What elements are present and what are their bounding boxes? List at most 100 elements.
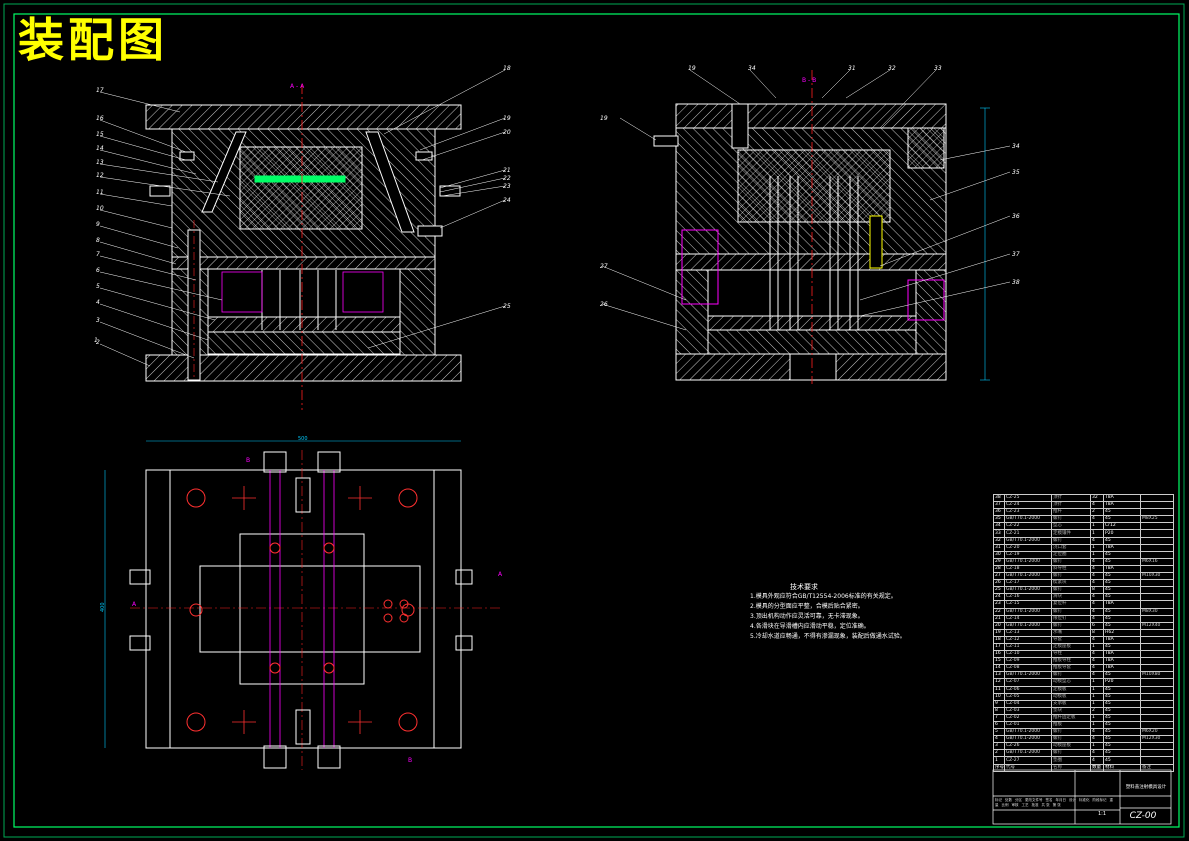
bom-cell [1140,664,1174,673]
bom-cell: 5 [993,728,1005,737]
technical-note: 4.各滑块在导滑槽内应滑动平稳，定位准确。 [750,623,870,630]
bom-cell [1140,692,1174,701]
leader-number: 15 [96,131,104,138]
bom-cell: 螺钉 [1051,572,1091,581]
bom-cell: 动模型芯 [1051,678,1091,687]
bom-cell: 45 [1103,699,1141,708]
title-block-label: 批准 [1031,803,1039,807]
bom-cell: CZ-03 [1004,706,1052,715]
bom-cell: T8A [1103,501,1141,510]
bom-cell: M12X30 [1140,735,1174,744]
bom-cell [1140,756,1174,765]
height-dimension: 400 [100,602,106,612]
bom-cell: 1 [1090,699,1104,708]
bom-cell: 33 [993,529,1005,538]
bom-cell: 4 [1090,728,1104,737]
bom-cell: 推杆 [1051,508,1091,517]
bom-cell: 材料 [1103,763,1141,772]
bom-cell: 45 [1103,621,1141,630]
drawing-code: CZ-00 [1129,811,1157,821]
bom-cell [1140,579,1174,588]
bom-cell: M12X40 [1140,621,1174,630]
leader-number: 34 [1012,143,1020,150]
bom-cell: 45 [1103,536,1141,545]
bom-cell [1140,586,1174,595]
bom-cell: 24 [993,593,1005,602]
bom-cell: GB/T70.1-2000 [1004,572,1052,581]
leader-number: 20 [503,129,511,136]
bom-cell: 4 [1090,650,1104,659]
bom-cell: 楔紧块 [1051,579,1091,588]
leader-number: 37 [1012,251,1020,258]
bom-cell: 45 [1103,508,1141,517]
outer-frame [3,3,1185,838]
bom-cell: 4 [1090,564,1104,574]
bom-cell: 螺钉 [1051,536,1091,545]
leader-number: 19 [503,115,511,122]
leader-number: 14 [96,145,104,152]
bom-cell: 45 [1103,614,1141,623]
bom-cell: 螺钉 [1051,621,1091,630]
bom-cell [1140,720,1174,730]
bom-cell: 16 [993,650,1005,659]
section-mark-a: A - A [290,83,305,90]
title-block-label: 处数 [1005,798,1012,802]
bom-cell: M6X16 [1140,557,1174,566]
section-mark-b: B - B [802,77,816,84]
bom-cell: 45 [1103,607,1141,616]
bom-cell: T8A [1103,664,1141,673]
bom-cell [1140,742,1174,751]
bom-cell: 定模镶件 [1051,529,1091,538]
bom-cell: 4 [993,735,1005,744]
bom-cell: GB/T70.1-2000 [1004,586,1052,595]
bom-cell: 推板导柱 [1051,657,1091,666]
bom-cell: 浇口套 [1051,543,1091,552]
bom-cell: 1 [1090,642,1104,652]
bom-cell: 29 [993,557,1005,566]
leader-number: 21 [503,167,511,174]
bom-cell: CZ-22 [1004,522,1052,531]
bom-cell: 支承板 [1051,699,1091,708]
bom-cell: 4 [1090,657,1104,666]
bom-cell [1140,508,1174,517]
bom-cell: 4 [1090,756,1104,765]
top-view-mark: B [408,757,412,764]
bom-cell: 10 [993,692,1005,701]
dimensions: 500 400 [100,436,308,612]
leader-number: 19 [688,65,696,72]
bom-cell: 水嘴 [1051,628,1091,637]
leader-number: 33 [934,65,942,72]
bom-cell: Cr12 [1103,522,1141,531]
title-block-label: 年月日 [1055,798,1067,802]
leader-number: 36 [1012,213,1020,220]
bom-cell: M10X30 [1140,572,1174,581]
title-block-label: 工艺 [1021,803,1029,807]
bom-cell: 45 [1103,515,1141,524]
title-block-name: 塑料盖注射模具设计 [1125,785,1167,790]
leader-number: 27 [600,263,608,270]
leader-number: 32 [888,65,896,72]
bom-cell: 30 [993,550,1005,559]
bom-cell: 螺钉 [1051,735,1091,744]
bom-cell: 18 [993,635,1005,644]
bom-cell: 螺钉 [1051,557,1091,566]
bom-cell: T8A [1103,493,1141,503]
technical-note: 1.模具外观应符合GB/T12554-2006标准的有关规定。 [750,593,897,600]
bom-cell: CZ-15 [1004,600,1052,609]
bom-cell: 45 [1103,756,1141,765]
bom-cell [1140,600,1174,609]
bom-cell: T8A [1103,564,1141,574]
